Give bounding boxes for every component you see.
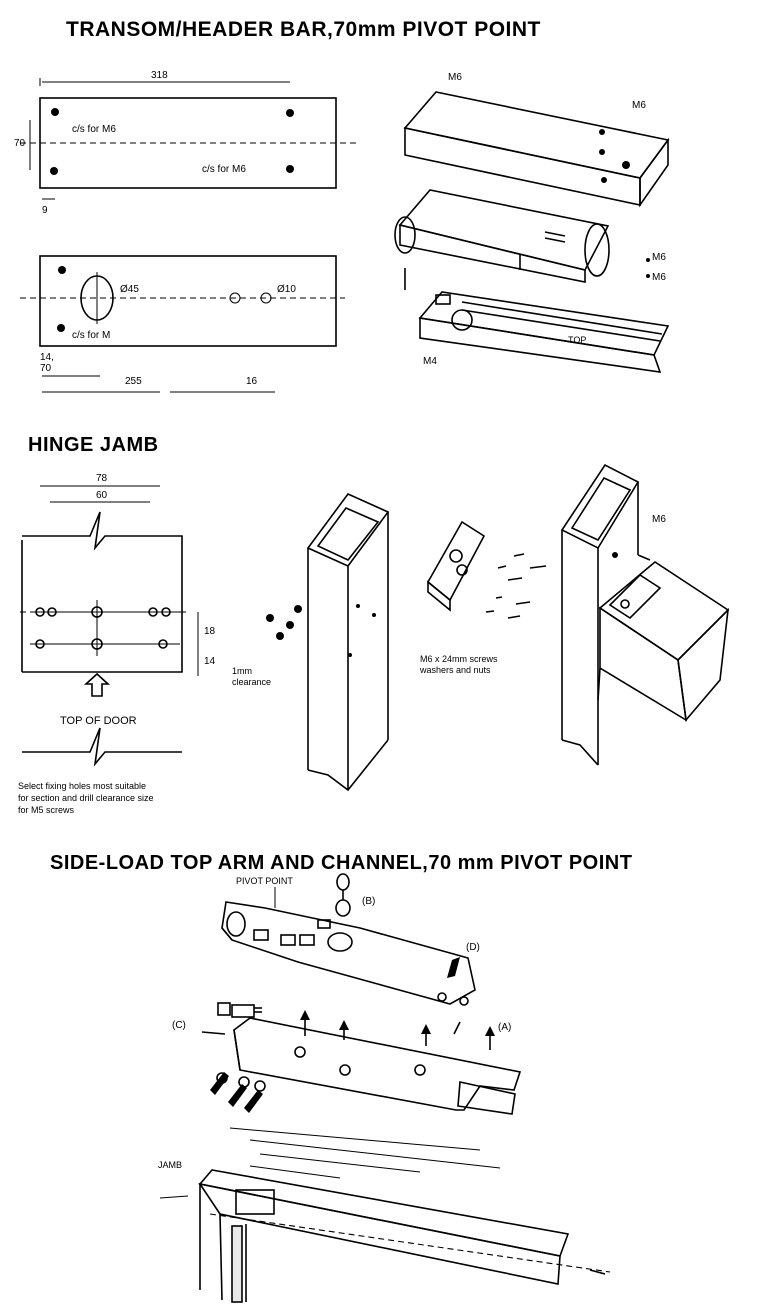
transom-dim-255: 255 — [125, 376, 142, 387]
side-load-channel-parts — [201, 1002, 522, 1115]
side-load-screw-D — [447, 957, 460, 978]
heading-side-load: SIDE-LOAD TOP ARM AND CHANNEL,70 mm PIVO… — [50, 852, 633, 874]
hinge-label-m6: M6 — [652, 514, 666, 525]
transom-dim-16: 16 — [246, 376, 258, 387]
side-load-channel-on-jamb — [159, 1127, 611, 1303]
hinge-jamb-isometric — [306, 493, 390, 792]
transom-bottom-plate-view — [20, 255, 345, 393]
sideload-pivot-point: PIVOT POINT — [236, 876, 293, 886]
transom-dim-14-70: 14, 70 — [40, 352, 54, 374]
transom-dia-10: Ø10 — [277, 284, 296, 295]
transom-label-top: TOP — [568, 335, 587, 345]
transom-label-m6-side-b: M6 — [652, 272, 666, 283]
transom-isometric-header-bar — [403, 91, 670, 208]
template-hole-grid — [30, 600, 180, 656]
transom-dim-9: 9 — [42, 205, 48, 216]
hinge-dim-60: 60 — [96, 490, 108, 501]
hinge-dim-14: 14 — [204, 656, 216, 667]
sideload-label-B: (B) — [362, 896, 376, 907]
transom-cs-m-label: c/s for M — [72, 330, 111, 341]
sideload-label-C: (C) — [172, 1020, 186, 1031]
hinge-fixing-note: Select fixing holes most suitable for se… — [18, 781, 154, 815]
transom-label-m6-a: M6 — [448, 72, 462, 83]
heading-hinge-jamb: HINGE JAMB — [28, 434, 159, 456]
transom-label-m6-side-a: M6 — [652, 252, 666, 263]
heading-transom: TRANSOM/HEADER BAR,70mm PIVOT POINT — [66, 18, 541, 41]
transom-top-plate-view — [20, 78, 360, 200]
sideload-label-D: (D) — [466, 942, 480, 953]
transom-cs-m6-label-a: c/s for M6 — [72, 124, 116, 135]
transom-dim-70: 70 — [14, 138, 26, 149]
side-load-top-arm — [221, 887, 476, 1006]
side-load-screw-B — [335, 873, 351, 917]
hinge-clearance-label: 1mm clearance — [232, 666, 272, 687]
transom-dia-45: Ø45 — [120, 284, 139, 295]
hinge-top-of-door: TOP OF DOOR — [60, 715, 137, 727]
hinge-jamb-assembled — [560, 463, 730, 766]
transom-dim-318: 318 — [151, 70, 168, 81]
transom-label-m6-b: M6 — [632, 100, 646, 111]
transom-isometric-closer-body — [394, 189, 610, 283]
hinge-bracket-isometric — [426, 520, 486, 612]
hinge-dim-78: 78 — [96, 473, 108, 484]
transom-label-m4: M4 — [423, 356, 437, 367]
hinge-template-view — [20, 485, 199, 767]
hinge-screws-label: M6 x 24mm screws washers and nuts — [420, 654, 498, 675]
transom-cs-m6-label-b: c/s for M6 — [202, 164, 246, 175]
side-load-arrows — [210, 1010, 495, 1113]
sideload-label-A: (A) — [498, 1022, 512, 1033]
screw-set-icons — [485, 553, 547, 619]
sideload-label-jamb: JAMB — [158, 1160, 183, 1170]
transom-isometric-channel — [418, 291, 670, 373]
hinge-dim-18: 18 — [204, 626, 216, 637]
